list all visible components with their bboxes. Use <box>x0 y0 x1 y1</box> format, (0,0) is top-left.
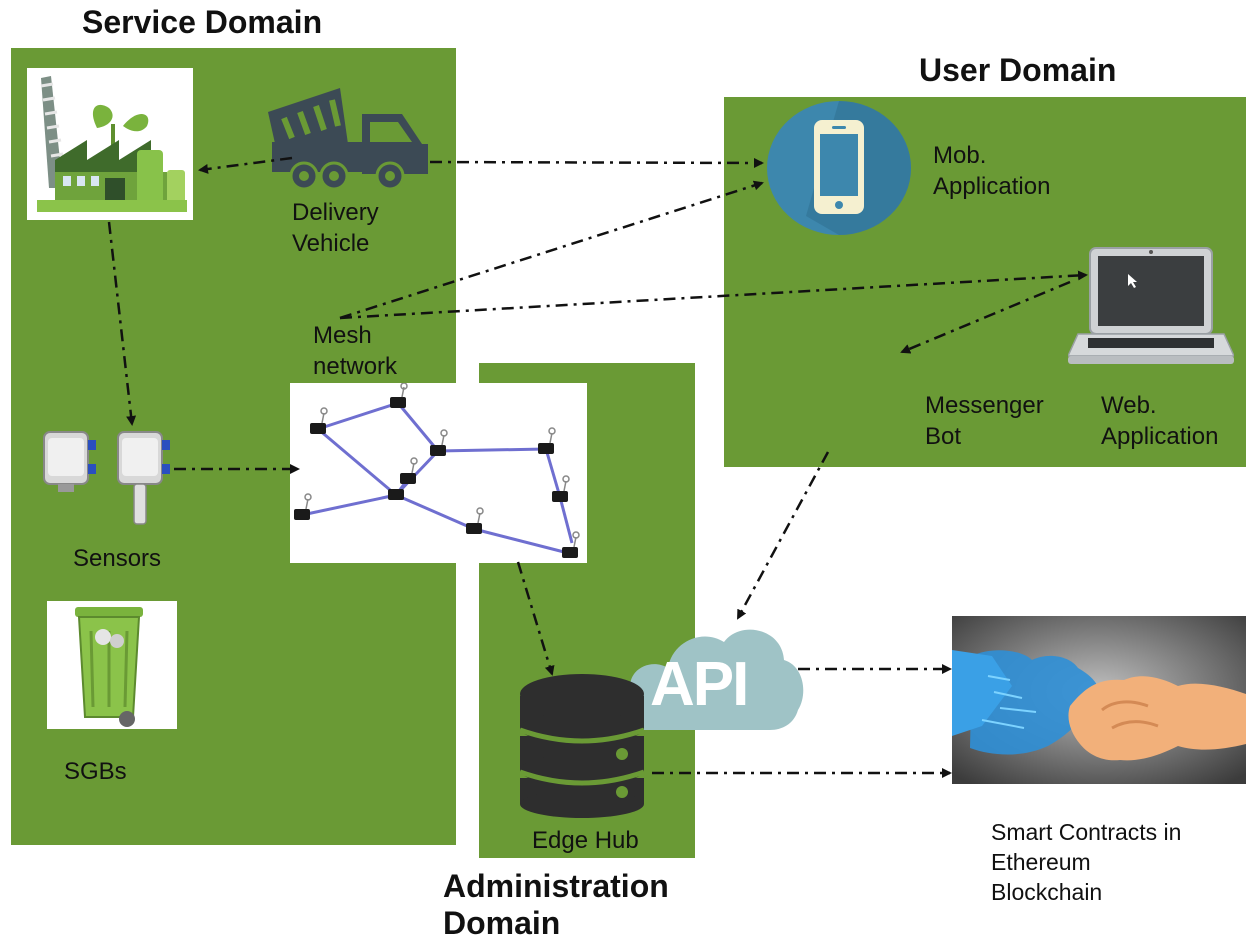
arrow-truck-to-mobile <box>429 157 764 168</box>
web-label-line1: Web. <box>1101 392 1157 419</box>
user-domain-title: User Domain <box>919 52 1117 88</box>
bot-label-line2: Bot <box>925 423 962 451</box>
delivery-label-line2: Vehicle <box>292 230 370 258</box>
arrow-laptop-to-bot <box>900 280 1071 354</box>
mesh-network-label: Mesh network <box>313 320 397 382</box>
mobile-phone-icon <box>766 100 912 236</box>
handshake-icon <box>952 616 1246 784</box>
mob-application-label: Mob. Application <box>933 140 1050 202</box>
sensors-label: Sensors <box>73 545 162 572</box>
arrow-factory-to-sensors <box>107 221 137 426</box>
arrow-user-to-api <box>736 451 830 620</box>
sensor-icon <box>40 428 180 528</box>
factory-icon <box>27 68 193 220</box>
web-label-line2: Application <box>1101 423 1219 451</box>
mesh-label-line1: Mesh <box>313 322 372 349</box>
admin-title-line2: Domain <box>443 904 561 941</box>
smart-label-line3: Blockchain <box>991 878 1103 905</box>
database-icon <box>514 670 654 820</box>
edge-hub-label: Edge Hub <box>532 827 639 854</box>
mob-label-line1: Mob. <box>933 142 987 169</box>
mob-label-line2: Application <box>933 173 1051 201</box>
messenger-bot-label: Messenger Bot <box>925 390 1044 452</box>
smart-bin-icon <box>47 601 177 729</box>
admin-title-line1: Administration <box>443 868 669 904</box>
smart-contracts-label: Smart Contracts in Ethereum Blockchain <box>991 818 1181 908</box>
arrow-mesh-to-database <box>516 561 555 676</box>
mesh-label-line2: network <box>313 353 398 381</box>
arrow-mesh-to-mobile <box>339 180 764 320</box>
delivery-truck-icon <box>262 82 432 191</box>
arrow-mesh-to-laptop <box>339 270 1088 320</box>
administration-domain-title: Administration Domain <box>443 868 669 942</box>
api-label: API <box>650 650 749 719</box>
delivery-vehicle-label: Delivery Vehicle <box>292 197 379 259</box>
service-domain-title: Service Domain <box>82 4 323 40</box>
mesh-network-icon <box>290 382 587 563</box>
smart-label-line2: Ethereum <box>991 848 1091 875</box>
laptop-icon <box>1066 244 1236 370</box>
arrow-truck-to-factory <box>198 156 293 174</box>
delivery-label-line1: Delivery <box>292 199 379 226</box>
sgbs-label: SGBs <box>64 758 127 785</box>
api-cloud-icon: API <box>610 614 806 732</box>
smart-label-line1: Smart Contracts in <box>991 819 1182 845</box>
web-application-label: Web. Application <box>1101 390 1218 452</box>
bot-label-line1: Messenger <box>925 392 1044 419</box>
